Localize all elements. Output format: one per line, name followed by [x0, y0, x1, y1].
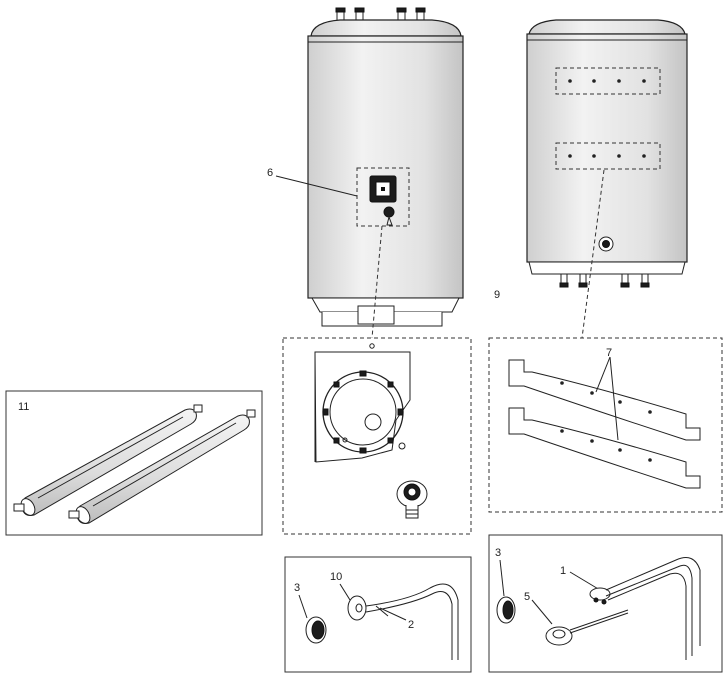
rear-tank-top-cap [528, 19, 686, 35]
flange-center-port [364, 413, 382, 431]
lower-mounting-bracket [508, 407, 701, 489]
callout-9: 9 [494, 289, 500, 301]
heating-element-box: 3 1 5 [488, 534, 723, 673]
front-detail-leader [371, 225, 383, 339]
callout-6-leader [275, 175, 358, 197]
callout-7-leader-a [595, 356, 611, 393]
flange-gasket [347, 583, 459, 660]
front-tank-bottom-cover [311, 297, 460, 313]
eye-bolt-nut [396, 480, 428, 519]
rear-tank-bottom-connections [559, 273, 650, 288]
upper-mounting-bracket [508, 359, 701, 441]
sealing-nut [305, 616, 327, 644]
element-gasket-box: 3 10 2 [284, 556, 472, 673]
upper-bracket-area [555, 67, 661, 95]
front-tank-bottom-access [357, 305, 395, 325]
insulated-rod-right [68, 409, 256, 524]
callout-5: 5 [524, 591, 530, 603]
upper-bracket-holes [568, 79, 646, 83]
callout-6: 6 [267, 167, 273, 179]
callout-7-leader-b [609, 356, 619, 441]
flange-bolts [322, 370, 404, 454]
bracket-detail-box: 7 [488, 337, 723, 513]
rear-tank-bottom-cap [528, 261, 686, 275]
insulated-rods-box: 11 [5, 390, 263, 536]
rear-water-heater [526, 19, 688, 288]
insulated-rod-left [13, 404, 203, 516]
flange-detail-box [282, 337, 472, 535]
callout-10: 10 [330, 571, 342, 583]
callout-3b: 3 [495, 547, 501, 559]
flange-ring-inner [329, 378, 397, 446]
callout-1: 1 [560, 565, 566, 577]
anode-flange [545, 609, 629, 646]
front-tank-top-connections [335, 7, 426, 23]
callout-11: 11 [18, 401, 29, 413]
front-water-heater [307, 7, 464, 327]
callout-3a: 3 [294, 582, 300, 594]
heating-element [589, 557, 701, 660]
lower-bracket-area [555, 142, 661, 170]
control-panel [356, 167, 410, 227]
front-tank-top-cap [310, 19, 462, 37]
sealing-ring [496, 596, 516, 624]
callout-7: 7 [606, 347, 612, 359]
callout-2: 2 [408, 619, 414, 631]
control-knob [383, 206, 395, 218]
lower-bracket-holes [568, 154, 646, 158]
front-tank-body [307, 35, 464, 299]
rear-detail-leader [581, 169, 605, 339]
